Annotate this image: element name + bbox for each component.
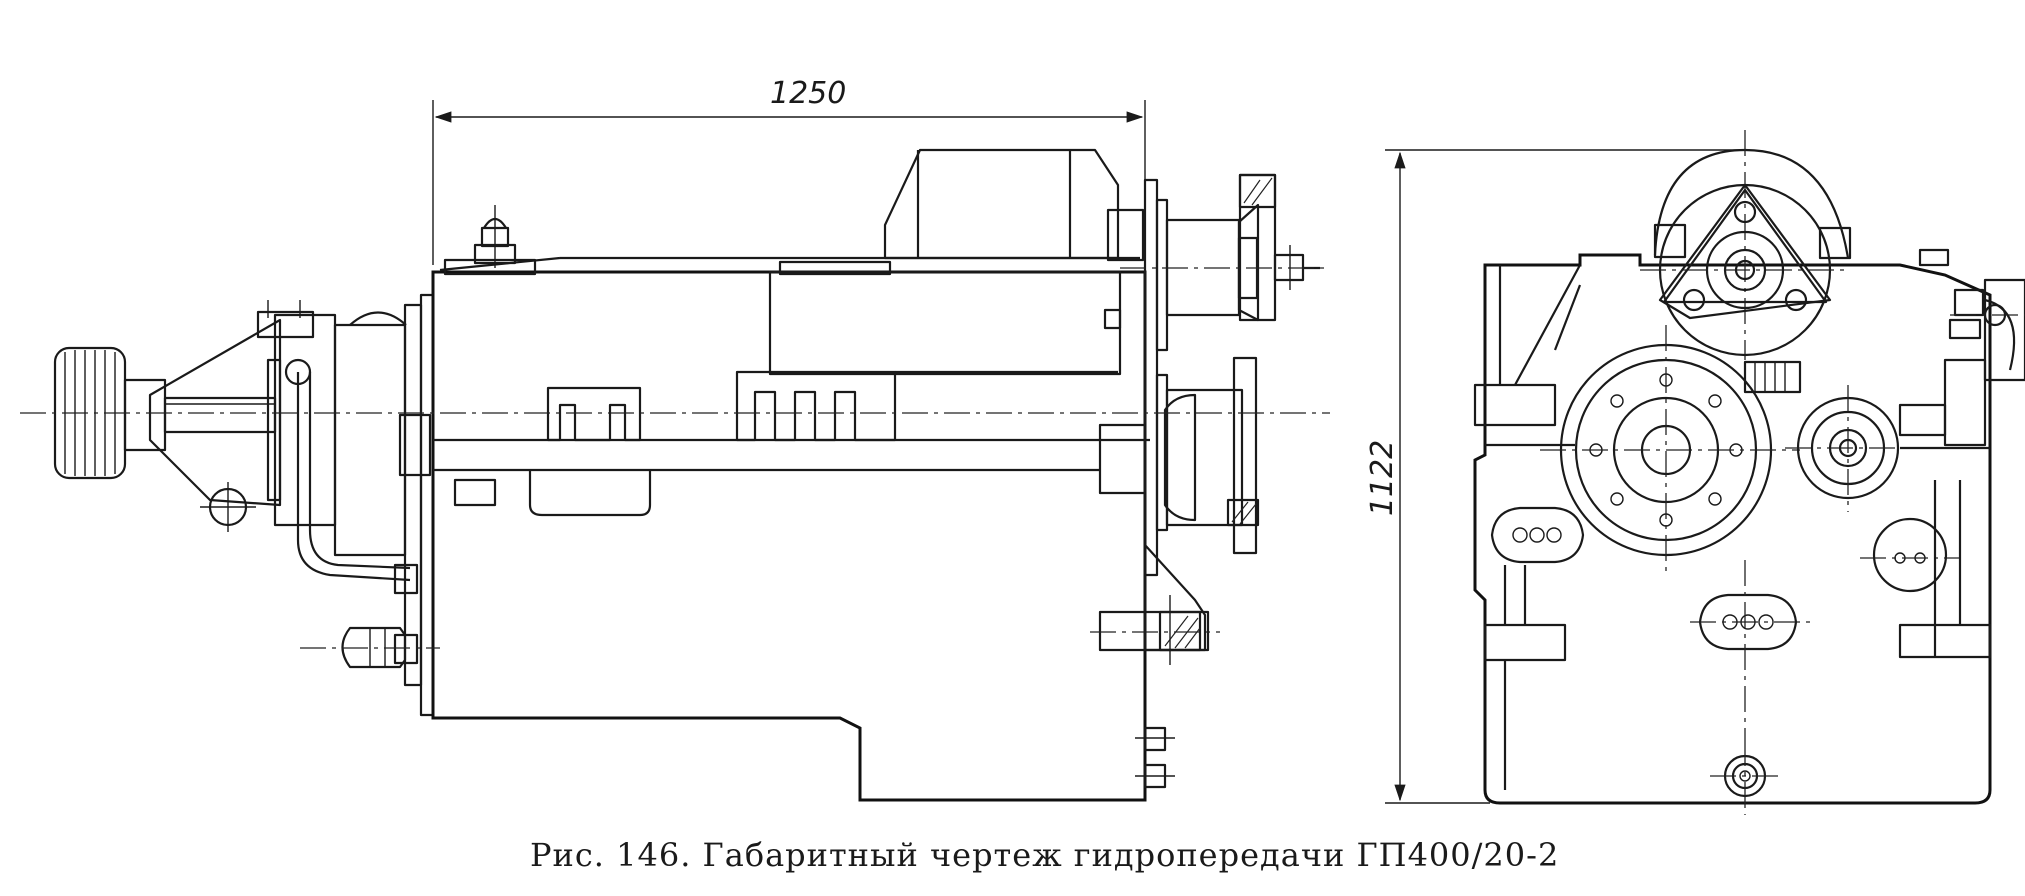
rear-plate bbox=[1143, 178, 1169, 577]
center-oval-fitting bbox=[1690, 593, 1810, 651]
end-view: 1122 bbox=[1365, 130, 2025, 815]
length-dimension-label: 1250 bbox=[770, 76, 846, 111]
end-housing bbox=[1473, 253, 1992, 805]
support-bracket bbox=[1098, 543, 1210, 665]
side-view: 1250 bbox=[20, 76, 1330, 802]
top-pump bbox=[1640, 183, 1850, 357]
length-dimension: 1250 bbox=[432, 76, 1146, 265]
main-housing bbox=[431, 256, 1147, 802]
upper-output-flange bbox=[1165, 173, 1320, 322]
left-oval-fitting bbox=[1490, 506, 1585, 625]
height-dimension: 1122 bbox=[1365, 149, 1750, 804]
figure-caption: Рис. 146. Габаритный чертеж гидропередач… bbox=[530, 836, 1559, 874]
upper-cover bbox=[778, 148, 1145, 276]
inspection-cover bbox=[1860, 517, 1960, 593]
front-bearing-housing bbox=[256, 300, 407, 557]
gear-teeth-left bbox=[546, 386, 642, 442]
height-dimension-label: 1122 bbox=[1365, 440, 1400, 516]
main-flange bbox=[1540, 325, 1800, 575]
secondary-flange bbox=[1785, 385, 1905, 512]
lower-output-flange bbox=[1163, 356, 1260, 555]
pulley-bracket bbox=[148, 318, 282, 532]
front-flange bbox=[393, 293, 435, 717]
bottom-drain-plug bbox=[1710, 740, 1780, 815]
breather bbox=[473, 205, 517, 268]
gear-teeth-right bbox=[735, 370, 1118, 442]
top-arch bbox=[1653, 130, 1852, 360]
